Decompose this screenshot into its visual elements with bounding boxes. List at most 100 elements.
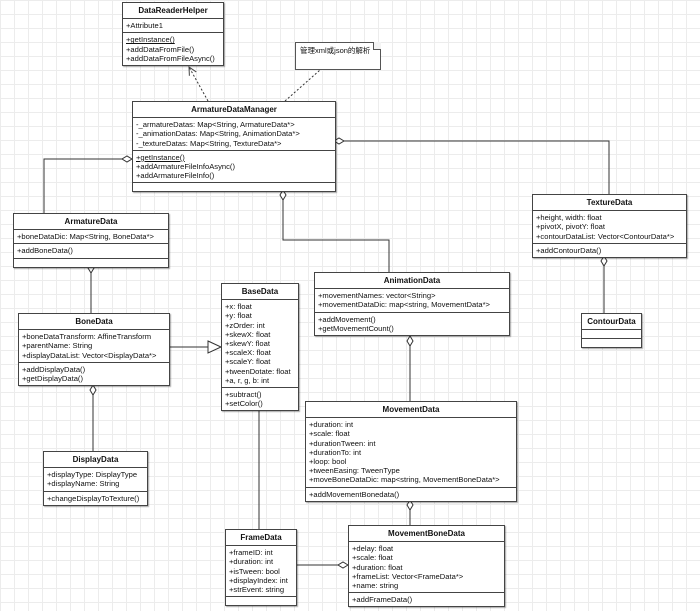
attribute: +skewX: float — [225, 329, 271, 339]
attribute: +a, r, g, b: int — [225, 375, 270, 385]
attribute: +pivotX, pivotY: float — [536, 222, 606, 232]
class-name: MovementBoneData — [349, 526, 504, 543]
attributes-section: +Attribute1 — [123, 19, 223, 34]
method: +addContourData() — [536, 245, 602, 255]
class-name: DisplayData — [44, 452, 147, 469]
aggregation-adm-texturedata — [344, 140, 610, 194]
class-data-reader-helper[interactable]: DataReaderHelper+Attribute1+getInstance(… — [122, 2, 224, 67]
class-name: ArmatureData — [14, 214, 168, 231]
dependency-adm-to-datareaderhelper — [189, 67, 209, 102]
attributes-section: +x: float+y: float+zOrder: int+skewX: fl… — [222, 300, 298, 389]
method: +getDisplayData() — [22, 374, 83, 384]
class-name: ContourData — [582, 314, 641, 331]
class-name: ArmatureDataManager — [133, 102, 335, 119]
attribute: +duration: int — [309, 420, 354, 430]
attribute: -_animationDatas: Map<String, AnimationD… — [136, 129, 300, 139]
class-texture-data[interactable]: TextureData+height, width: float+pivotX,… — [532, 194, 687, 259]
method: +addFrameData() — [352, 595, 413, 605]
method: +addMovementBonedata() — [309, 489, 400, 499]
attributes-section: +boneDataTransform: AffineTransform+pare… — [19, 330, 169, 363]
attribute: +boneDataTransform: AffineTransform — [22, 332, 152, 342]
empty-section — [133, 183, 335, 191]
methods-section: +addMovementBonedata() — [306, 488, 516, 501]
attribute: +loop: bool — [309, 457, 347, 467]
attribute: +durationTo: int — [309, 447, 362, 457]
class-frame-data[interactable]: FrameData+frameID: int+duration: int+isT… — [225, 529, 297, 607]
aggregation-adm-armaturedata — [43, 158, 122, 213]
class-bone-data[interactable]: BoneData+boneDataTransform: AffineTransf… — [18, 313, 170, 387]
attribute: +strEvent: string — [229, 585, 285, 595]
attribute: +parentName: String — [22, 341, 93, 351]
method: +addMovement() — [318, 314, 376, 324]
method: +changeDisplayToTexture() — [47, 493, 140, 503]
aggregation-diamond — [406, 335, 414, 347]
attribute: +contourDataList: Vector<ContourData*> — [536, 231, 675, 241]
attributes-section: +delay: float+scale: float+duration: flo… — [349, 542, 504, 594]
method: +addArmatureFileInfo() — [136, 171, 215, 181]
note-anchor-line — [284, 69, 321, 102]
class-armature-data-manager[interactable]: ArmatureDataManager-_armatureDatas: Map<… — [132, 101, 336, 193]
attribute: +scale: float — [309, 429, 350, 439]
method: +addDisplayData() — [22, 364, 86, 374]
attribute: +scaleX: float — [225, 348, 271, 358]
aggregation-diamond — [337, 561, 349, 569]
attributes-section: +height, width: float+pivotX, pivotY: fl… — [533, 211, 686, 244]
attribute: +scale: float — [352, 553, 393, 563]
attribute: +zOrder: int — [225, 320, 265, 330]
attribute: +durationTween: int — [309, 438, 376, 448]
attribute: -_textureDatas: Map<String, TextureData*… — [136, 138, 282, 148]
methods-section: +getInstance()+addDataFromFile()+addData… — [123, 33, 223, 65]
methods-section: +subtract()+setColor() — [222, 388, 298, 410]
attribute: +height, width: float — [536, 213, 602, 223]
aggregation-diamond — [279, 189, 287, 201]
class-contour-data[interactable]: ContourData — [581, 313, 642, 349]
attributes-section: +frameID: int+duration: int+isTween: boo… — [226, 546, 296, 598]
aggregation-diamond — [406, 499, 414, 511]
class-movement-bone-data[interactable]: MovementBoneData+delay: float+scale: flo… — [348, 525, 505, 608]
attribute: +duration: int — [229, 557, 274, 567]
attribute: +delay: float — [352, 544, 394, 554]
method: +getInstance() — [126, 35, 175, 45]
attribute: +frameList: Vector<FrameData*> — [352, 571, 464, 581]
note-xml-json-parsing: 管理xml或json的解析 — [295, 42, 381, 70]
methods-section: +addBoneData() — [14, 244, 168, 259]
aggregation-adm-animationdata — [282, 200, 390, 272]
class-base-data[interactable]: BaseData+x: float+y: float+zOrder: int+s… — [221, 283, 299, 412]
method: +getInstance() — [136, 152, 185, 162]
method: +addArmatureFileInfoAsync() — [136, 162, 235, 172]
aggregation-diamond — [333, 137, 345, 145]
attribute: +displayName: String — [47, 479, 120, 489]
attribute: +skewY: float — [225, 339, 270, 349]
class-name: AnimationData — [315, 273, 509, 290]
methods-section: +changeDisplayToTexture() — [44, 492, 147, 505]
attribute: +Attribute1 — [126, 21, 163, 31]
method: +getMovementCount() — [318, 323, 394, 333]
attribute: +moveBoneDataDic: map<string, MovementBo… — [309, 475, 500, 485]
method: +setColor() — [225, 399, 263, 409]
attribute: -_armatureDatas: Map<String, ArmatureDat… — [136, 120, 295, 130]
attribute: +x: float — [225, 302, 252, 312]
class-display-data[interactable]: DisplayData+displayType: DisplayType+dis… — [43, 451, 148, 506]
attribute: +movementNames: vector<String> — [318, 291, 436, 301]
attribute: +duration: float — [352, 562, 403, 572]
attributes-section — [582, 330, 641, 340]
class-name: FrameData — [226, 530, 296, 547]
class-name: TextureData — [533, 195, 686, 212]
methods-section: +getInstance()+addArmatureFileInfoAsync(… — [133, 151, 335, 184]
generalization-triangle — [207, 340, 223, 354]
attribute: +displayDataList: Vector<DisplayData*> — [22, 350, 157, 360]
class-armature-data[interactable]: ArmatureData+boneDataDic: Map<String, Bo… — [13, 213, 169, 268]
attribute: +boneDataDic: Map<String, BoneData*> — [17, 232, 154, 242]
method: +subtract() — [225, 390, 262, 400]
aggregation-diamond — [600, 255, 608, 267]
attributes-section: +boneDataDic: Map<String, BoneData*> — [14, 230, 168, 245]
methods-section — [582, 339, 641, 347]
attributes-section: -_armatureDatas: Map<String, ArmatureDat… — [133, 118, 335, 151]
methods-section: +addContourData() — [533, 244, 686, 257]
methods-section: +addMovement()+getMovementCount() — [315, 313, 509, 335]
note-text: 管理xml或json的解析 — [300, 46, 371, 55]
class-animation-data[interactable]: AnimationData+movementNames: vector<Stri… — [314, 272, 510, 337]
attribute: +isTween: bool — [229, 566, 280, 576]
class-movement-data[interactable]: MovementData+duration: int+scale: float+… — [305, 401, 517, 502]
attribute: +name: string — [352, 581, 399, 591]
